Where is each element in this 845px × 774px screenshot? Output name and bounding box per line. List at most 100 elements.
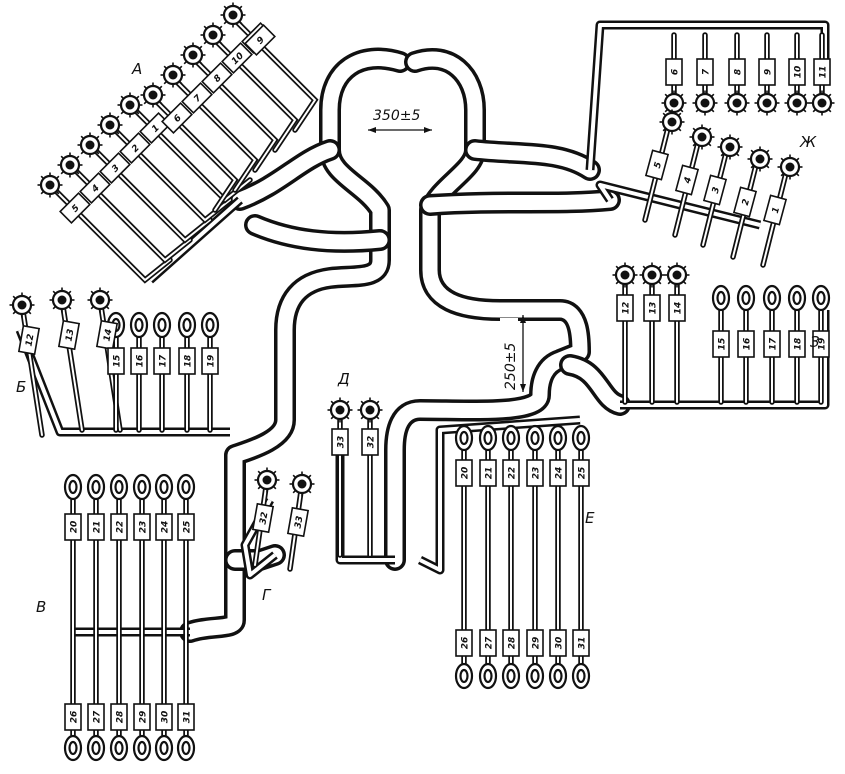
tag-label: 8 — [734, 69, 744, 75]
terminal-ring — [117, 92, 143, 118]
wire-tag-a: 8 — [201, 62, 233, 94]
terminal-ring — [9, 292, 35, 318]
dimensions: 350±5 250±5 — [367, 103, 526, 392]
wire-tag-v-top: 25 — [177, 513, 195, 541]
tag-label: 12 — [622, 302, 632, 315]
tag-label: 3 — [711, 186, 722, 195]
wire-tag-b: 12 — [17, 324, 41, 356]
tag-label: 20 — [461, 467, 471, 480]
wire-tag-zh: 5 — [644, 149, 670, 181]
terminal-ring — [140, 82, 166, 108]
terminal-lug-top — [548, 424, 568, 452]
wire-tag-d: 32 — [361, 428, 379, 456]
wire-tag-a: 4 — [79, 172, 111, 204]
tag-label: 3 — [110, 163, 122, 175]
tag-label: 28 — [508, 637, 518, 650]
terminal-ring — [97, 112, 123, 138]
wire-tag-b: 17 — [153, 347, 171, 375]
tag-label: 9 — [764, 69, 774, 75]
terminal-lug-top — [478, 424, 498, 452]
terminal-ring — [717, 134, 743, 160]
wire-tag-z: 15 — [712, 330, 730, 358]
terminal-lug — [177, 311, 197, 339]
wire-tag-a: 10 — [221, 42, 253, 74]
wire-tag-b: 15 — [107, 347, 125, 375]
terminal-lug-bottom — [109, 734, 129, 762]
tag-label: 15 — [718, 338, 728, 351]
terminal-lug-bottom — [132, 734, 152, 762]
wire-tag-v-top: 20 — [64, 513, 82, 541]
tag-label: 22 — [116, 521, 126, 534]
wire-tag-a: 5 — [59, 192, 91, 224]
tag-label: 27 — [485, 636, 495, 649]
terminal-ring — [661, 90, 687, 116]
terminal-ring — [357, 397, 383, 423]
terminal-lug-top — [571, 424, 591, 452]
terminal-ring — [49, 287, 75, 313]
tag-label: 28 — [116, 711, 126, 724]
group-label-a: А — [131, 60, 142, 78]
tag-label: 2 — [741, 198, 752, 207]
wire-tag-e-bottom: 26 — [455, 629, 473, 657]
wire-tag-v-bottom: 26 — [64, 703, 82, 731]
wire-tag-zh: 9 — [758, 58, 776, 86]
tag-label: 1 — [150, 123, 162, 135]
wire-tag-v-bottom: 29 — [133, 703, 151, 731]
tag-label: 11 — [819, 66, 829, 79]
terminal-lug-bottom — [154, 734, 174, 762]
wire-tag-e-top: 24 — [549, 459, 567, 487]
terminal-ring — [784, 90, 810, 116]
group-label-d: Д — [337, 370, 350, 388]
wire-tag-e-bottom: 30 — [549, 629, 567, 657]
wire-tag-zh: 10 — [788, 58, 806, 86]
terminal-lug-bottom — [548, 662, 568, 690]
tag-label: 31 — [578, 637, 588, 650]
wire-tag-e-top: 23 — [526, 459, 544, 487]
terminal-lug-top — [86, 473, 106, 501]
wire-tag-a: 3 — [99, 152, 131, 184]
harness-trunks — [179, 47, 631, 643]
terminal-lug-top — [154, 473, 174, 501]
tag-label: 7 — [702, 68, 712, 75]
wire-tag-v-bottom: 30 — [155, 703, 173, 731]
terminal-lug — [811, 284, 831, 312]
wire-tag-g: 32 — [251, 502, 275, 534]
terminal-lug-top — [109, 473, 129, 501]
terminal-ring — [692, 90, 718, 116]
wire-tag-z: 19 — [812, 330, 830, 358]
tag-label: 31 — [183, 711, 193, 724]
tag-label: 1 — [771, 206, 782, 215]
dimension-350: 350±5 — [373, 108, 420, 124]
terminal-lug — [762, 284, 782, 312]
tag-label: 33 — [293, 515, 305, 529]
tag-label: 5 — [70, 203, 82, 215]
terminal-ring — [639, 262, 665, 288]
terminal-ring — [754, 90, 780, 116]
tag-label: 23 — [532, 467, 542, 480]
wire-tag-a: 7 — [181, 82, 213, 114]
wire-tag-z: 16 — [737, 330, 755, 358]
tag-label: 13 — [64, 328, 76, 342]
terminal-ring — [327, 397, 353, 423]
wire-tag-z: 12 — [616, 294, 634, 322]
tag-label: 17 — [159, 354, 169, 367]
terminal-lug-bottom — [86, 734, 106, 762]
tag-label: 33 — [337, 436, 347, 449]
terminal-ring — [659, 109, 685, 135]
tag-label: 26 — [461, 637, 471, 650]
terminal-ring — [777, 154, 803, 180]
terminal-ring — [180, 42, 206, 68]
wire-tag-v-top: 21 — [87, 513, 105, 541]
wire-tag-b: 18 — [178, 347, 196, 375]
terminal-ring — [809, 90, 835, 116]
tag-label: 25 — [578, 467, 588, 480]
wire-tag-v-bottom: 31 — [177, 703, 195, 731]
terminal-lug — [736, 284, 756, 312]
tag-label: 19 — [207, 355, 217, 368]
tag-label: 29 — [139, 711, 149, 724]
wire-tag-e-top: 21 — [479, 459, 497, 487]
wire-tag-e-bottom: 29 — [526, 629, 544, 657]
tag-label: 20 — [70, 521, 80, 534]
terminal-ring — [87, 287, 113, 313]
